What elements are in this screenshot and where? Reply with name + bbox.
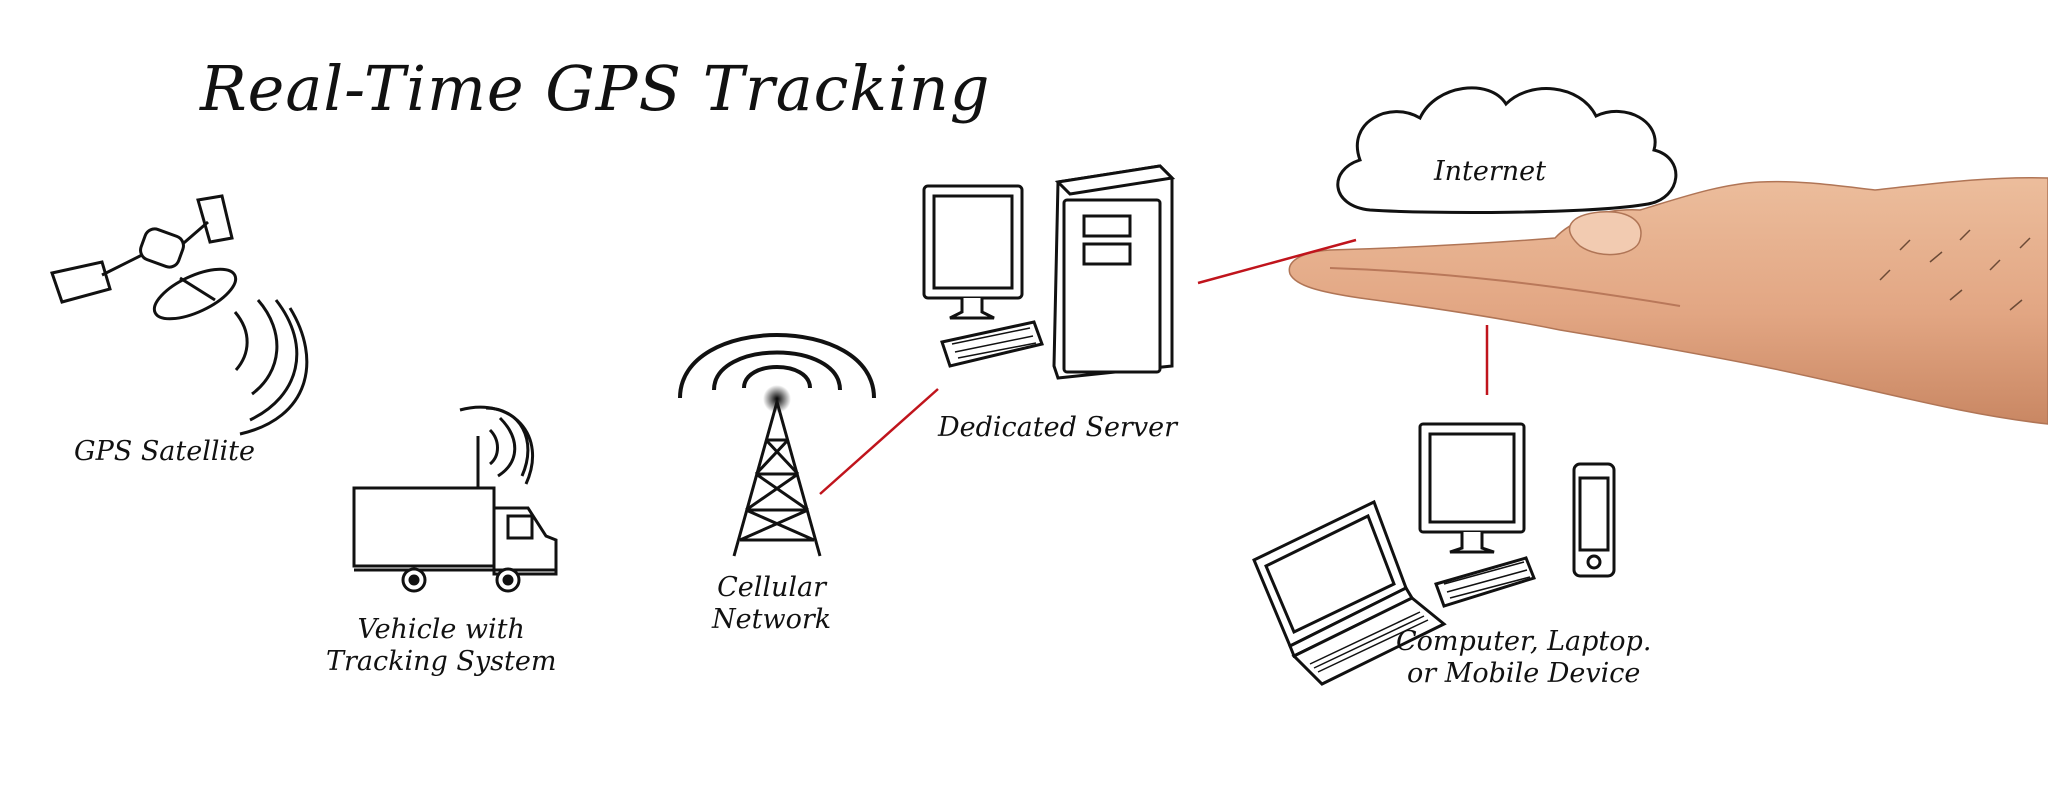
server-icon	[922, 164, 1176, 380]
cell-tower-icon	[678, 333, 876, 557]
vehicle-label-line2: Tracking System	[326, 646, 557, 677]
satellite-icon	[50, 194, 309, 436]
vehicle-label: Vehicle with Tracking System	[326, 614, 556, 678]
devices-icon	[1252, 422, 1616, 686]
cellular-label-line1: Cellular	[717, 572, 827, 603]
internet-label: Internet	[1434, 156, 1547, 187]
hand-image	[1288, 176, 2048, 425]
cellular-label-line2: Network	[712, 604, 832, 635]
server-label: Dedicated Server	[938, 412, 1177, 443]
cellular-label: Cellular Network	[712, 572, 831, 636]
vehicle-label-line1: Vehicle with	[357, 614, 525, 645]
connector-lines	[819, 238, 1489, 495]
thumb-shape	[1568, 211, 1642, 256]
satellite-label: GPS Satellite	[74, 436, 255, 467]
devices-label-line2: or Mobile Device	[1407, 658, 1641, 689]
truck-icon	[352, 405, 558, 593]
cloud-icon	[1336, 86, 1678, 214]
page-title: Real-Time GPS Tracking	[200, 52, 991, 125]
devices-label-line1: Computer, Laptop.	[1396, 626, 1652, 657]
devices-label: Computer, Laptop. or Mobile Device	[1396, 626, 1651, 690]
